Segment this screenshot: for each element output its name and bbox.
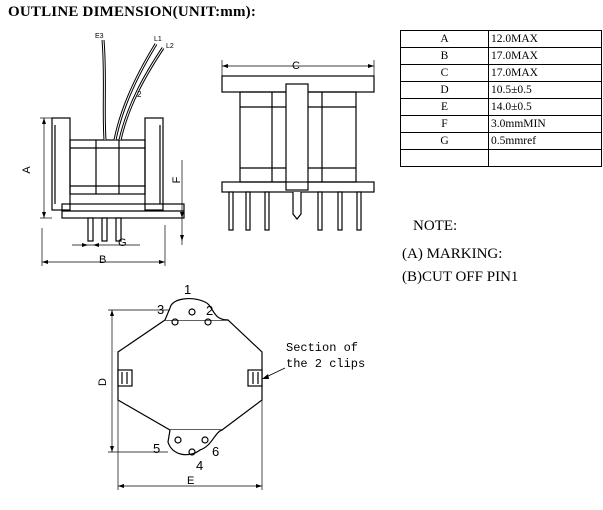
- wire-label-l2: L2: [166, 43, 174, 50]
- right-side-clip: [247, 369, 263, 387]
- dim-label-b: B: [99, 254, 106, 266]
- dimension-value: 17.0MAX: [488, 64, 602, 82]
- pin: [264, 191, 270, 231]
- pin: [101, 217, 108, 242]
- dimension-value: 12.0MAX: [488, 30, 602, 48]
- cut-pin: [292, 192, 302, 220]
- dim-label-c: C: [292, 60, 300, 72]
- dimension-key: D: [400, 81, 489, 99]
- dim-label-f: F: [171, 176, 183, 183]
- dim-label-e: E: [187, 475, 194, 487]
- dim-label-a: A: [21, 166, 33, 174]
- core-body: [69, 139, 146, 195]
- dimension-value: 3.0mmMIN: [488, 115, 602, 133]
- pin-label-4: 4: [196, 458, 203, 473]
- wire-label-2: 2: [137, 90, 142, 99]
- dimension-key: E: [400, 98, 489, 116]
- dim-label-g: G: [118, 237, 127, 249]
- note-cut-pin: (B)CUT OFF PIN1: [402, 269, 519, 285]
- dimension-key: F: [400, 115, 489, 133]
- pin-label-1: 1: [184, 282, 191, 297]
- dimension-key: [400, 149, 489, 167]
- dimension-value: [488, 149, 602, 167]
- pin: [245, 191, 251, 231]
- dimension-value: 17.0MAX: [488, 47, 602, 65]
- pin: [228, 191, 234, 231]
- pin-label-3: 3: [157, 302, 164, 317]
- dimension-row: [400, 149, 602, 167]
- dimension-key: G: [400, 132, 489, 150]
- dimension-value: 0.5mmref: [488, 132, 602, 150]
- pin: [115, 217, 122, 242]
- dimension-key: A: [400, 30, 489, 48]
- front-center-leg: [285, 83, 309, 191]
- pin: [337, 191, 343, 231]
- note-heading: NOTE:: [413, 218, 458, 234]
- pin: [317, 191, 323, 231]
- dimension-key: B: [400, 47, 489, 65]
- top-octagon: [117, 319, 263, 431]
- left-side-clip: [117, 369, 133, 387]
- top-clip: [164, 298, 229, 321]
- dimension-key: C: [400, 64, 489, 82]
- pin-label-5: 5: [153, 441, 160, 456]
- wire-label-l1: L1: [154, 36, 162, 43]
- section-note-line1: Section of: [286, 341, 358, 355]
- pin-label-6: 6: [212, 444, 219, 459]
- bottom-clip: [167, 429, 223, 456]
- pin-label-2: 2: [206, 303, 213, 318]
- pin: [356, 191, 362, 231]
- wire-label-e3: E3: [95, 33, 104, 40]
- page-title: OUTLINE DIMENSION(UNIT:mm):: [8, 4, 257, 20]
- section-note-line2: the 2 clips: [286, 357, 365, 371]
- dim-label-d: D: [97, 378, 109, 386]
- dimension-value: 10.5±0.5: [488, 81, 602, 99]
- note-marking: (A) MARKING:: [402, 246, 503, 262]
- dimension-value: 14.0±0.5: [488, 98, 602, 116]
- pin: [87, 217, 94, 242]
